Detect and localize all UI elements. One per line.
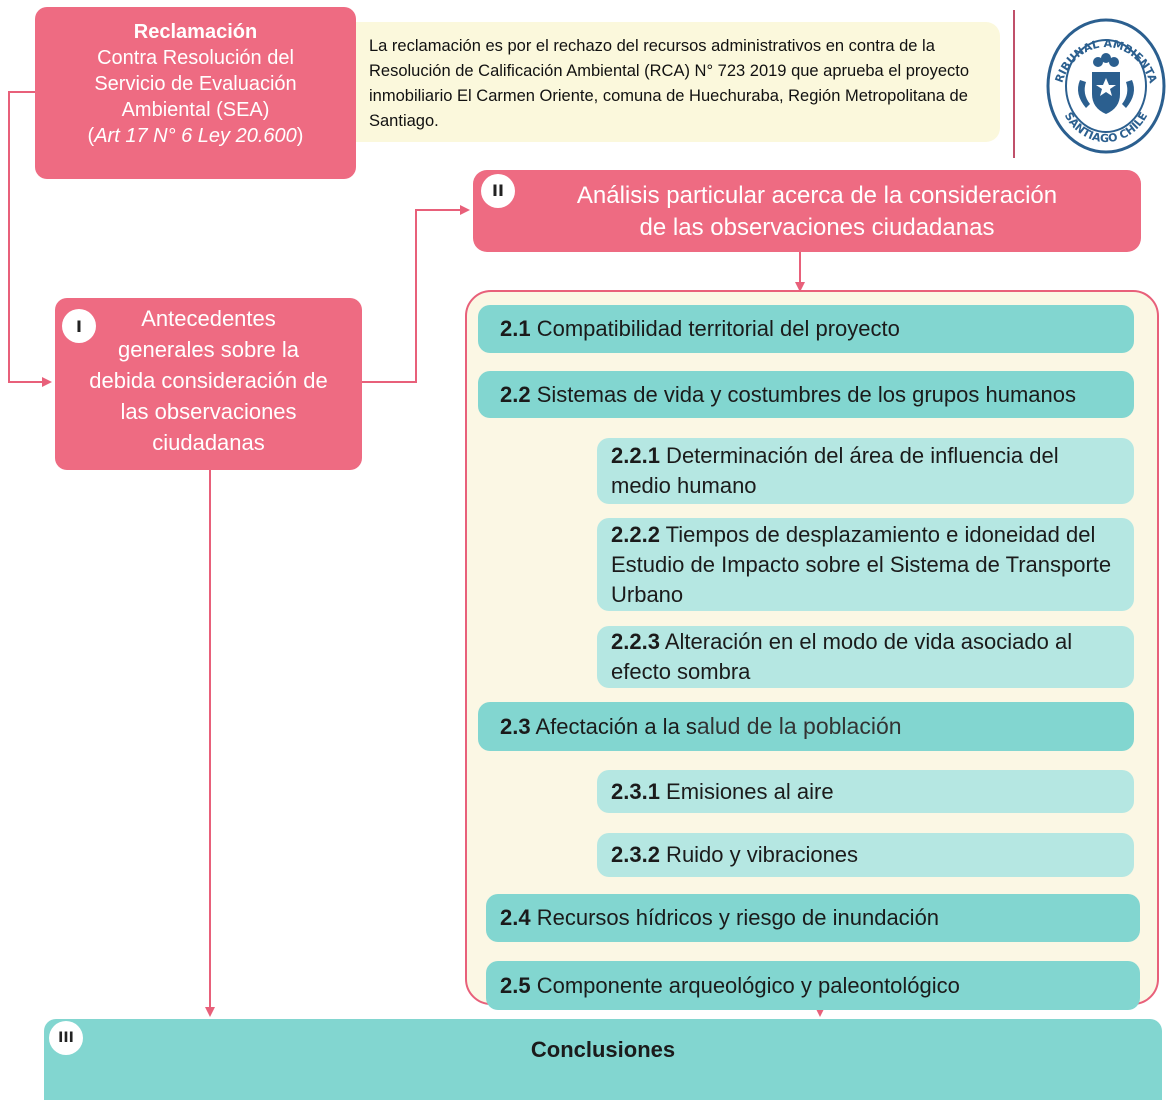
item-2-2-3-num: 2.2.3 — [611, 629, 660, 654]
section-iii-badge: III — [49, 1021, 83, 1055]
item-2-3-num: 2.3 — [500, 714, 531, 739]
reclamacion-box: Reclamación Contra Resolución del Servic… — [35, 7, 356, 179]
link-reclamacion-to-I — [8, 91, 52, 387]
item-2-1-text: Compatibilidad territorial del proyecto — [530, 316, 900, 341]
coat-of-arms-icon — [1078, 53, 1134, 114]
section-iii-box: III Conclusiones — [44, 1019, 1162, 1100]
tribunal-seal-logo: TRIBUNAL AMBIENTAL SANTIAGO CHILE — [1036, 0, 1168, 158]
item-2-3-text-b: alud de la población — [696, 713, 902, 739]
section-iii-label: Conclusiones — [530, 1037, 676, 1062]
item-2-2-num: 2.2 — [500, 381, 531, 407]
reclamacion-line-1: Contra Resolución del — [97, 47, 294, 69]
item-2-5-num: 2.5 — [500, 972, 531, 998]
section-i-badge: I — [62, 309, 96, 343]
item-2-3-1-text: Emisiones al aire — [659, 778, 834, 804]
section-ii-line-2: de las observaciones ciudadanas — [639, 214, 995, 241]
item-2-3-2-num: 2.3.2 — [611, 842, 660, 867]
item-2-2-2-text: Tiempos de desplazamiento e idoneidad de… — [611, 521, 1112, 607]
item-2-4-text: Recursos hídricos y riesgo de inundación — [530, 905, 940, 930]
citation-open: ( — [87, 125, 95, 147]
item-2-2-3: 2.2.3 Alteración en el modo de vida asoc… — [597, 626, 1134, 688]
item-2-2-1-num: 2.2.1 — [611, 443, 660, 468]
item-2-2-text: Sistemas de vida y costumbres de los gru… — [530, 381, 1076, 407]
section-ii-badge: II — [481, 174, 515, 208]
section-i-line-4: las observaciones — [120, 399, 297, 424]
section-i-line-5: ciudadanas — [152, 430, 265, 455]
item-2-2-2: 2.2.2 Tiempos de desplazamiento e idonei… — [597, 518, 1134, 611]
citation-close: ) — [296, 125, 304, 147]
item-2-1: 2.1 Compatibilidad territorial del proye… — [478, 305, 1134, 353]
item-2-4-num: 2.4 — [500, 905, 531, 930]
section-ii-box: II Análisis particular acerca de la cons… — [473, 170, 1141, 252]
section-i-line-1: Antecedentes — [141, 306, 276, 331]
item-2-2-3-text: Alteración en el modo de vida asociado a… — [611, 629, 1073, 684]
item-2-2-2-num: 2.2.2 — [611, 521, 660, 547]
item-2-2-1: 2.2.1 Determinación del área de influenc… — [597, 438, 1134, 504]
item-2-3-2: 2.3.2 Ruido y vibraciones — [597, 833, 1134, 877]
item-2-2-1-text: Determinación del área de influencia del… — [611, 443, 1059, 498]
item-2-1-num: 2.1 — [500, 316, 531, 341]
item-2-3-1: 2.3.1 Emisiones al aire — [597, 770, 1134, 813]
note-box: La reclamación es por el rechazo del rec… — [356, 22, 1000, 142]
section-i-box: I Antecedentes generales sobre la debida… — [55, 298, 362, 470]
item-2-3-text-a: Afectación a la s — [530, 714, 697, 739]
reclamacion-line-3: Ambiental (SEA) — [121, 99, 270, 121]
section-ii-line-1: Análisis particular acerca de la conside… — [576, 182, 1058, 209]
reclamacion-line-2: Servicio de Evaluación — [94, 73, 297, 95]
item-2-3-1-num: 2.3.1 — [611, 778, 660, 804]
section-i-line-3: debida consideración de — [89, 368, 328, 393]
reclamacion-citation: Art 17 N° 6 Ley 20.600 — [94, 125, 297, 147]
item-2-3-2-text: Ruido y vibraciones — [659, 842, 859, 867]
item-2-2: 2.2 Sistemas de vida y costumbres de los… — [478, 371, 1134, 418]
item-2-3: 2.3 Afectación a la salud de la població… — [478, 702, 1134, 751]
note-text: La reclamación es por el rechazo del rec… — [369, 37, 970, 130]
section-i-line-2: generales sobre la — [117, 337, 299, 362]
item-2-5: 2.5 Componente arqueológico y paleontoló… — [486, 961, 1140, 1010]
reclamacion-title: Reclamación — [133, 21, 258, 43]
reclamacion-citation-line: (Art 17 N° 6 Ley 20.600) — [35, 123, 356, 149]
item-2-4: 2.4 Recursos hídricos y riesgo de inunda… — [486, 894, 1140, 942]
item-2-5-text: Componente arqueológico y paleontológico — [530, 972, 960, 998]
link-I-to-II — [362, 205, 470, 383]
